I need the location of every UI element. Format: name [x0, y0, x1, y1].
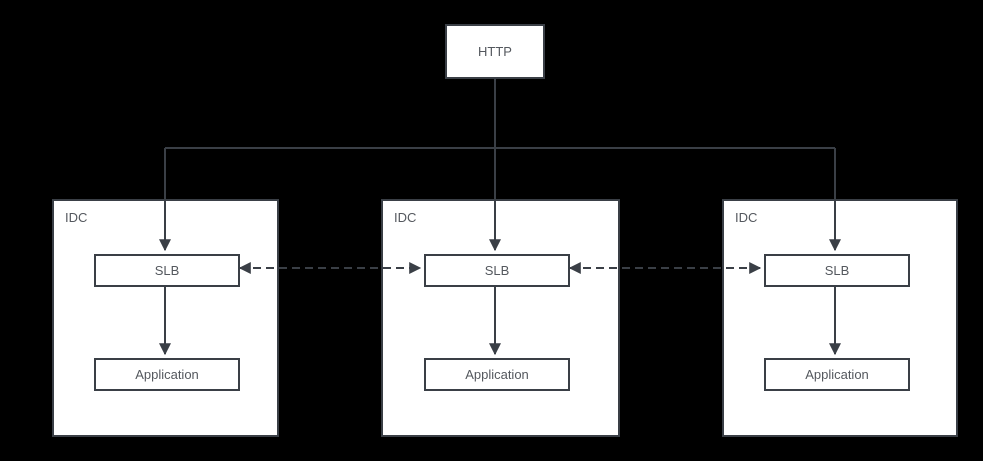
node-slb-1-label: SLB: [154, 263, 180, 278]
node-application-3: Application: [764, 358, 910, 391]
idc-group-1-label: IDC: [65, 210, 88, 225]
node-http: HTTP: [445, 24, 545, 79]
node-application-2-label: Application: [465, 367, 529, 382]
node-application-1: Application: [94, 358, 240, 391]
node-slb-3-label: SLB: [824, 263, 850, 278]
node-application-3-label: Application: [805, 367, 869, 382]
node-slb-1: SLB: [94, 254, 240, 287]
node-slb-2: SLB: [424, 254, 570, 287]
idc-group-2: IDC SLB Application: [381, 199, 620, 437]
node-http-label: HTTP: [478, 44, 512, 59]
node-slb-3: SLB: [764, 254, 910, 287]
idc-group-3: IDC SLB Application: [722, 199, 958, 437]
node-application-1-label: Application: [135, 367, 199, 382]
node-application-2: Application: [424, 358, 570, 391]
idc-group-1: IDC SLB Application: [52, 199, 279, 437]
idc-group-2-label: IDC: [394, 210, 417, 225]
idc-group-3-label: IDC: [735, 210, 758, 225]
node-slb-2-label: SLB: [484, 263, 510, 278]
